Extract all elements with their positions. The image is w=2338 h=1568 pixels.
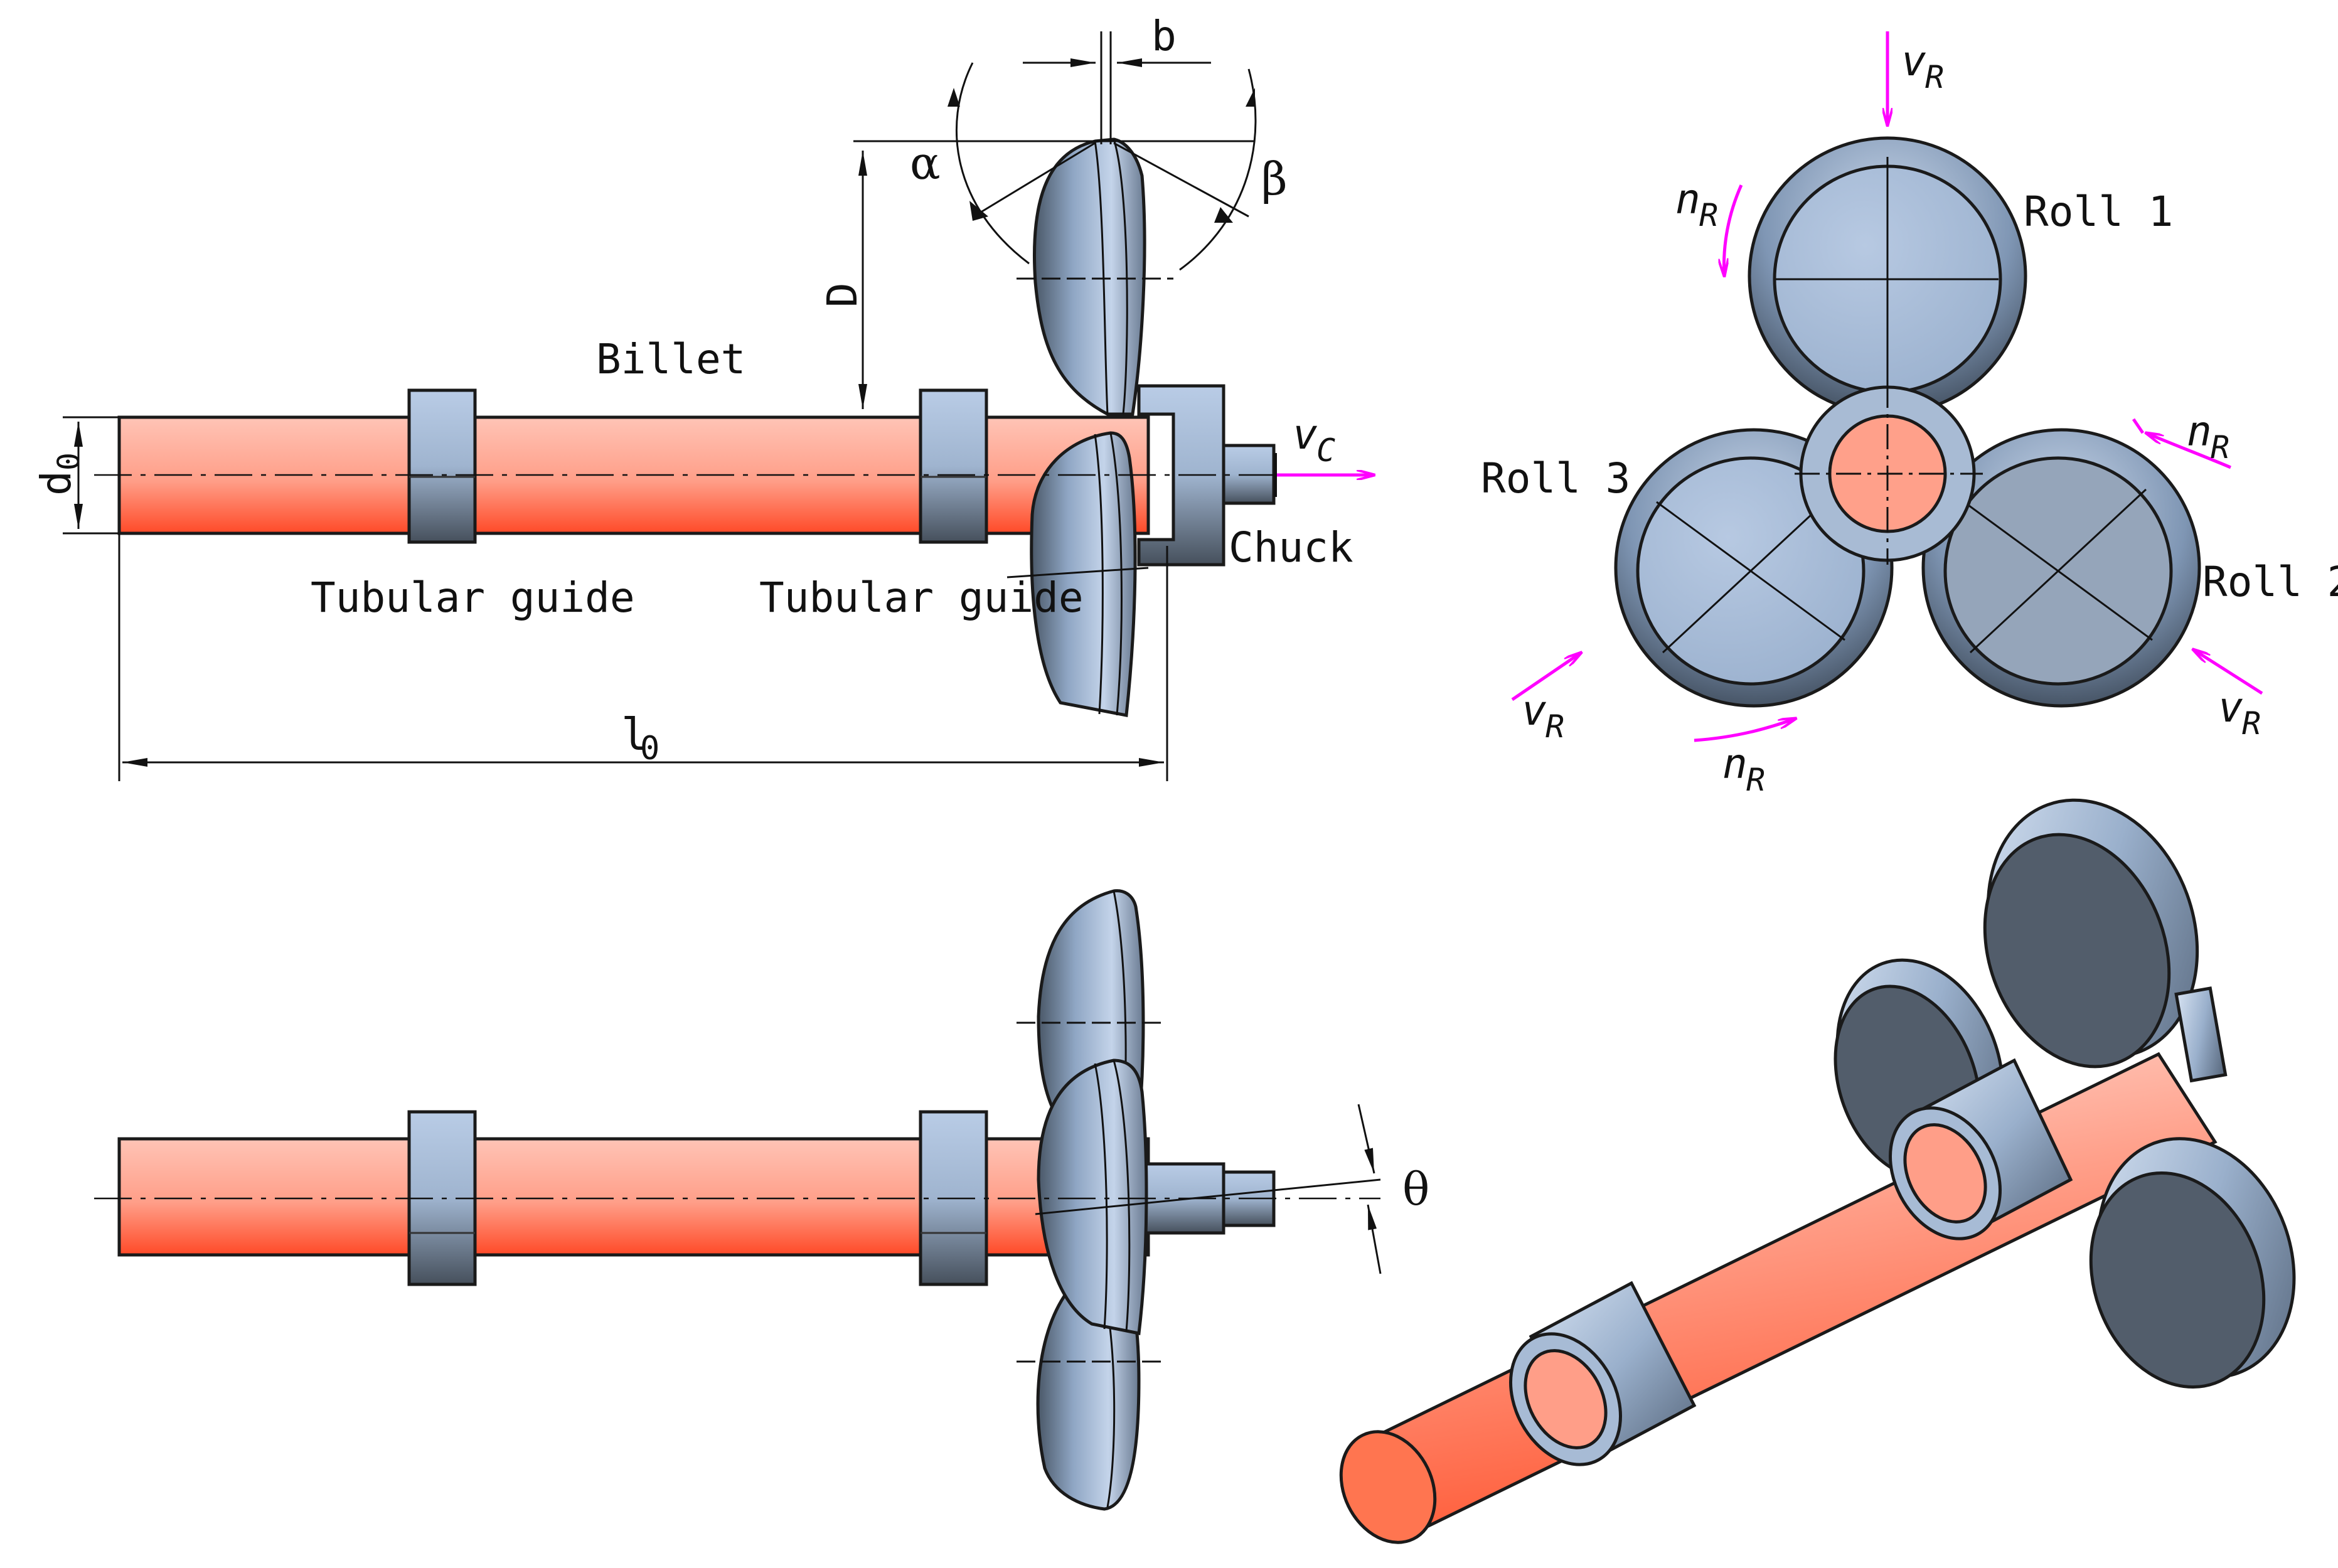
billet-side (117, 415, 1150, 535)
front-view: Roll 1 Roll 2 Roll 3 v R n R n R v R v R… (1481, 31, 2338, 798)
dim-theta: θ (1402, 1163, 1429, 1215)
roll-upper-side (1032, 137, 1146, 416)
velocity-vr-roll3: v R (1522, 686, 1564, 745)
iso-guide-2 (1888, 1058, 2073, 1240)
dim-l0: l 0 (621, 709, 659, 767)
dim-alpha: α (910, 137, 941, 189)
label-roll-3: Roll 3 (1481, 454, 1630, 503)
dim-d0: d 0 (32, 452, 87, 496)
label-tubular-guide-2: Tubular guide (759, 573, 1084, 622)
label-tubular-guide-1: Tubular guide (311, 573, 635, 622)
label-billet: Billet (596, 335, 745, 383)
top-view: θ (94, 889, 1429, 1511)
svg-text:0: 0 (51, 452, 87, 471)
iso-roll-2 (2089, 1137, 2296, 1389)
svg-text:v: v (1901, 37, 1926, 85)
svg-text:v: v (1522, 686, 1547, 735)
velocity-vr-roll2: v R (2218, 683, 2261, 742)
svg-text:R: R (1746, 762, 1765, 798)
svg-text:n: n (1722, 740, 1748, 788)
dim-beta: β (1261, 152, 1288, 205)
velocity-vc: v C (1293, 410, 1335, 469)
svg-text:C: C (1316, 432, 1335, 469)
iso-billet-end (1339, 1430, 1437, 1544)
dim-b: b (1151, 12, 1177, 60)
svg-text:d: d (32, 471, 80, 496)
svg-text:l: l (621, 709, 648, 760)
rotation-nr-roll3: n R (1722, 740, 1765, 798)
label-chuck: Chuck (1229, 523, 1353, 572)
svg-text:0: 0 (640, 730, 659, 767)
dim-D: D (818, 282, 867, 307)
billet-top (117, 1137, 1150, 1257)
svg-text:n: n (2187, 407, 2212, 456)
iso-roll-1 (1983, 798, 2199, 1069)
svg-text:R: R (1545, 708, 1564, 745)
iso-view (1339, 798, 2296, 1544)
svg-text:n: n (1675, 175, 1700, 223)
svg-text:v: v (2218, 683, 2243, 732)
rotation-nr-roll2: n R (2187, 407, 2229, 466)
roll-front-top (1037, 1059, 1148, 1335)
tubular-guide-1-side (407, 388, 477, 544)
svg-text:v: v (1293, 410, 1318, 459)
svg-text:R: R (1699, 197, 1718, 233)
velocity-vr-top: v R (1901, 37, 1944, 95)
iso-guide-1 (1508, 1281, 1697, 1466)
rotation-nr-roll1: n R (1675, 175, 1718, 233)
iso-billet (1359, 1052, 2218, 1533)
tubular-guide-2-side (919, 388, 988, 544)
svg-text:R: R (1925, 59, 1944, 95)
side-view: Billet Tubular guide Tubular guide Chuck… (32, 12, 1374, 781)
svg-text:R: R (2211, 429, 2229, 466)
label-roll-1: Roll 1 (2024, 188, 2173, 236)
label-roll-2: Roll 2 (2202, 558, 2338, 606)
roll-lower-side (1030, 431, 1137, 717)
svg-text:R: R (2242, 705, 2261, 742)
